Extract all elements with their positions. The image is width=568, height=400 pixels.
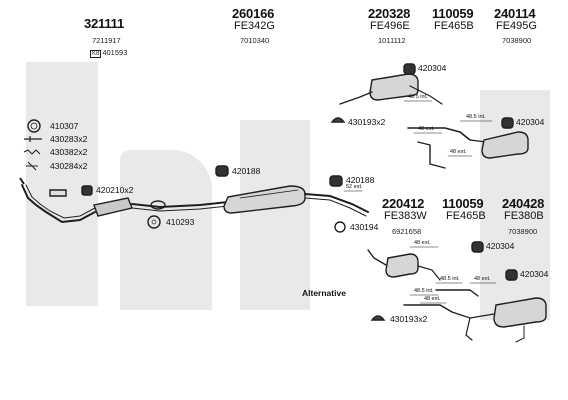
label-420304-c: 420304 — [486, 241, 515, 251]
code-7010340: 7010340 — [240, 36, 270, 45]
catalytic-converter — [93, 197, 133, 217]
front-downpipe — [21, 184, 96, 224]
bottom-front-silencer — [385, 253, 419, 278]
fe-342g: FE342G — [234, 20, 275, 32]
clamp-430193-top — [330, 117, 346, 123]
code-7211917: 7211917 — [92, 36, 121, 45]
clamp-430193-bot — [370, 315, 386, 321]
part-number-240114: 240114 — [494, 6, 536, 21]
ext-label-4: 48 ext. — [418, 126, 435, 132]
alternative-label: Alternative — [302, 288, 346, 298]
part-number-260166: 260166 — [232, 6, 275, 21]
box-icon: K8 — [90, 50, 102, 58]
top-rear-silencer-2 — [481, 131, 529, 159]
label-430193-bot: 430193x2 — [390, 314, 428, 324]
fe-496e: FE496E — [370, 20, 410, 32]
mount-420304-d — [505, 269, 518, 281]
part-number-240428: 240428 — [502, 196, 545, 211]
code-401593-text: 401593 — [102, 48, 128, 57]
clamp-430194 — [334, 221, 346, 233]
front-pipe — [131, 201, 229, 209]
code-6921658: 6921658 — [392, 227, 422, 236]
spring-430382 — [23, 149, 41, 155]
gasket-410293 — [147, 215, 161, 229]
label-420304-a: 420304 — [418, 63, 447, 73]
label-430193-top: 430193x2 — [348, 117, 386, 127]
label-420210: 420210x2 — [96, 185, 134, 195]
ext-label-9: 48 ext. — [474, 276, 491, 282]
gasket-clip — [150, 200, 166, 210]
part-number-220328: 220328 — [368, 6, 411, 21]
label-420304-d: 420304 — [520, 269, 549, 279]
clamp-420210 — [81, 185, 93, 196]
watermark-a — [120, 150, 212, 310]
label-410293: 410293 — [166, 217, 195, 227]
mount-420304-b — [501, 117, 514, 129]
rear-pipe — [304, 193, 369, 213]
ext-label-1: 52 ext. — [346, 184, 363, 190]
part-number-110059: 110059 — [432, 6, 474, 21]
label-420188: 420188 — [232, 166, 261, 176]
label-430284: 430284x2 — [50, 161, 88, 171]
ext-label-5: 48 ext. — [450, 149, 467, 155]
middle-silencer — [223, 185, 306, 214]
mount-420304-a — [403, 63, 416, 75]
ext-label-2: 48.5 int. — [408, 94, 428, 100]
watermark-t — [480, 90, 550, 320]
ext-label-3: 48.5 int. — [466, 114, 486, 120]
bolt-430283 — [24, 136, 42, 142]
ext-label-10: 48 ext. — [424, 296, 441, 302]
top-tail-pipe — [407, 127, 471, 141]
part-number-321111: 321111 — [84, 16, 125, 31]
label-420304-b: 420304 — [516, 117, 545, 127]
fe-465b-b: FE465B — [446, 210, 486, 222]
part-number-110059-b: 110059 — [442, 196, 484, 211]
part-number-220412: 220412 — [382, 196, 425, 211]
ring-410307 — [27, 119, 41, 133]
label-430382: 430382x2 — [50, 147, 88, 157]
bottom-tail-pipe — [435, 289, 479, 297]
label-410307: 410307 — [50, 121, 79, 131]
watermark-l — [26, 62, 98, 306]
mount-420304-c — [471, 241, 484, 253]
ext-label-7: 48.5 int. — [440, 276, 460, 282]
code-7038900: 7038900 — [502, 36, 532, 45]
code-7038900-b: 7038900 — [508, 227, 538, 236]
fe-380b: FE380B — [504, 210, 544, 222]
nut-430284 — [26, 161, 38, 171]
top-rear-silencer — [369, 73, 419, 101]
top-connect-pipe — [417, 141, 446, 169]
fe-383w: FE383W — [384, 210, 427, 222]
bottom-rear-silencer — [493, 297, 547, 328]
lambda-sensor — [19, 177, 25, 185]
ext-label-8: 48.5 int. — [414, 288, 434, 294]
watermark-r — [240, 120, 310, 310]
fe-495g: FE495G — [496, 20, 537, 32]
ext-label-6: 48 ext. — [414, 240, 431, 246]
label-430283: 430283x2 — [50, 134, 88, 144]
label-430194: 430194 — [350, 222, 379, 232]
mount-420188 — [215, 165, 229, 177]
label-420188-b: 420188 — [346, 175, 375, 185]
fe-465b: FE465B — [434, 20, 474, 32]
mount-420188-b — [329, 175, 343, 187]
flange — [49, 189, 67, 197]
code-1011112: 1011112 — [378, 36, 406, 45]
